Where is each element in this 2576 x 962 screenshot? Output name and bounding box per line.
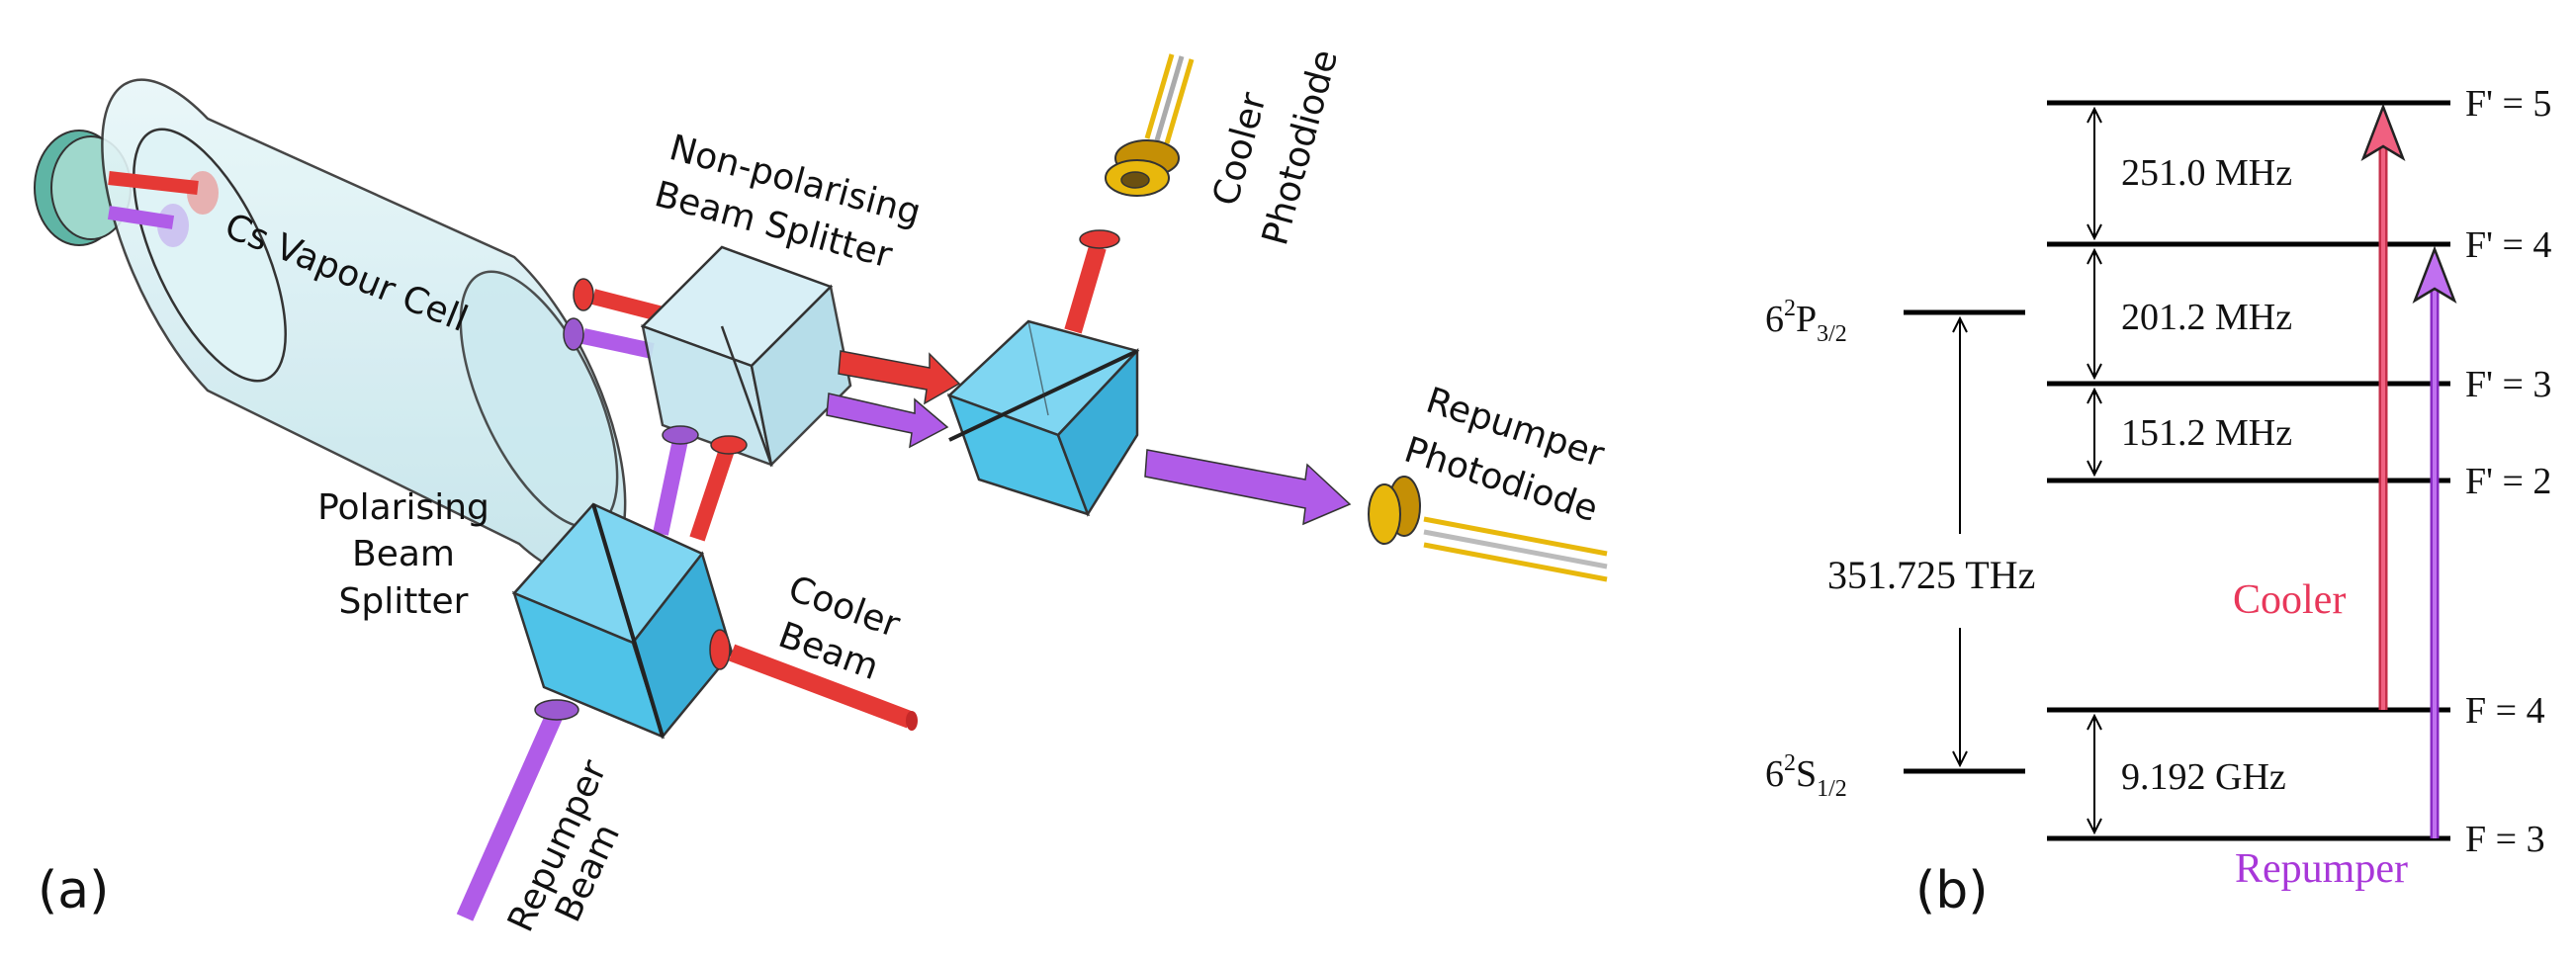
p-splitter-label-1: Polarising	[317, 487, 489, 528]
p-splitter-label-2: Beam	[352, 534, 455, 574]
cooler-beam-to-window	[108, 171, 199, 195]
splitting-fp4-fp3: 201.2 MHz	[2121, 297, 2292, 338]
panel-b-label: (b)	[1915, 861, 1989, 920]
state-label-p32: 62P3/2	[1765, 296, 1847, 347]
energy-level-panel: F' = 5 F' = 4 F' = 3 F' = 2 F = 4 F = 3 …	[1765, 83, 2551, 920]
repumper-transition-label: Repumper	[2235, 846, 2408, 892]
cooler-beam-to-cell	[591, 289, 665, 322]
splitting-fp5-fp4: 251.0 MHz	[2121, 152, 2292, 194]
optical-setup-panel: Cs Vapour Cell Non-polarising Beam Split…	[34, 45, 1609, 938]
cooler-beam-up	[689, 447, 735, 542]
repumper-beam-to-cell	[581, 328, 655, 359]
cooler-beam-to-cube2	[838, 350, 961, 405]
p-splitter-label-3: Splitter	[339, 581, 469, 622]
level-label-f3: F = 3	[2465, 819, 2545, 860]
repumper-photodiode: Repumper Photodiode	[1368, 381, 1609, 582]
cooler-beam-to-pd	[1064, 244, 1107, 334]
level-label-fp3: F' = 3	[2465, 364, 2551, 405]
cooler-photodiode: Cooler Photodiode	[1105, 45, 1346, 249]
repumper-beam-to-pd	[1144, 449, 1352, 526]
optical-frequency-label: 351.725 THz	[1827, 553, 2035, 597]
level-label-fp4: F' = 4	[2465, 224, 2551, 266]
splitting-f4-f3: 9.192 GHz	[2121, 756, 2286, 798]
cooler-transition-arrow	[2360, 103, 2406, 710]
panel-a-label: (a)	[38, 861, 109, 920]
state-label-s12: 62S1/2	[1765, 750, 1847, 802]
cooler-transition-label: Cooler	[2233, 577, 2346, 623]
repumper-beam-to-cube2	[826, 393, 949, 449]
cooler-pd-label-2: Photodiode	[1255, 45, 1346, 249]
second-beam-splitter	[946, 319, 1140, 517]
repumper-beam-input: Repumper Beam	[456, 699, 628, 938]
repumper-transition-arrow	[2412, 245, 2457, 838]
splitting-arrows	[2087, 106, 2102, 835]
level-label-f4: F = 4	[2465, 690, 2545, 732]
polarising-beam-splitter: Polarising Beam Splitter	[317, 487, 734, 740]
splitting-fp3-fp2: 151.2 MHz	[2121, 412, 2292, 454]
level-label-fp5: F' = 5	[2465, 83, 2551, 125]
level-label-fp2: F' = 2	[2465, 461, 2551, 502]
cooler-beam-input: Cooler Beam	[709, 568, 918, 731]
repumper-beam-up	[653, 438, 688, 536]
repumper-beam-to-window	[107, 206, 175, 229]
cooler-pd-label-1: Cooler	[1205, 88, 1275, 210]
optical-frequency-arrow	[1952, 315, 1968, 768]
